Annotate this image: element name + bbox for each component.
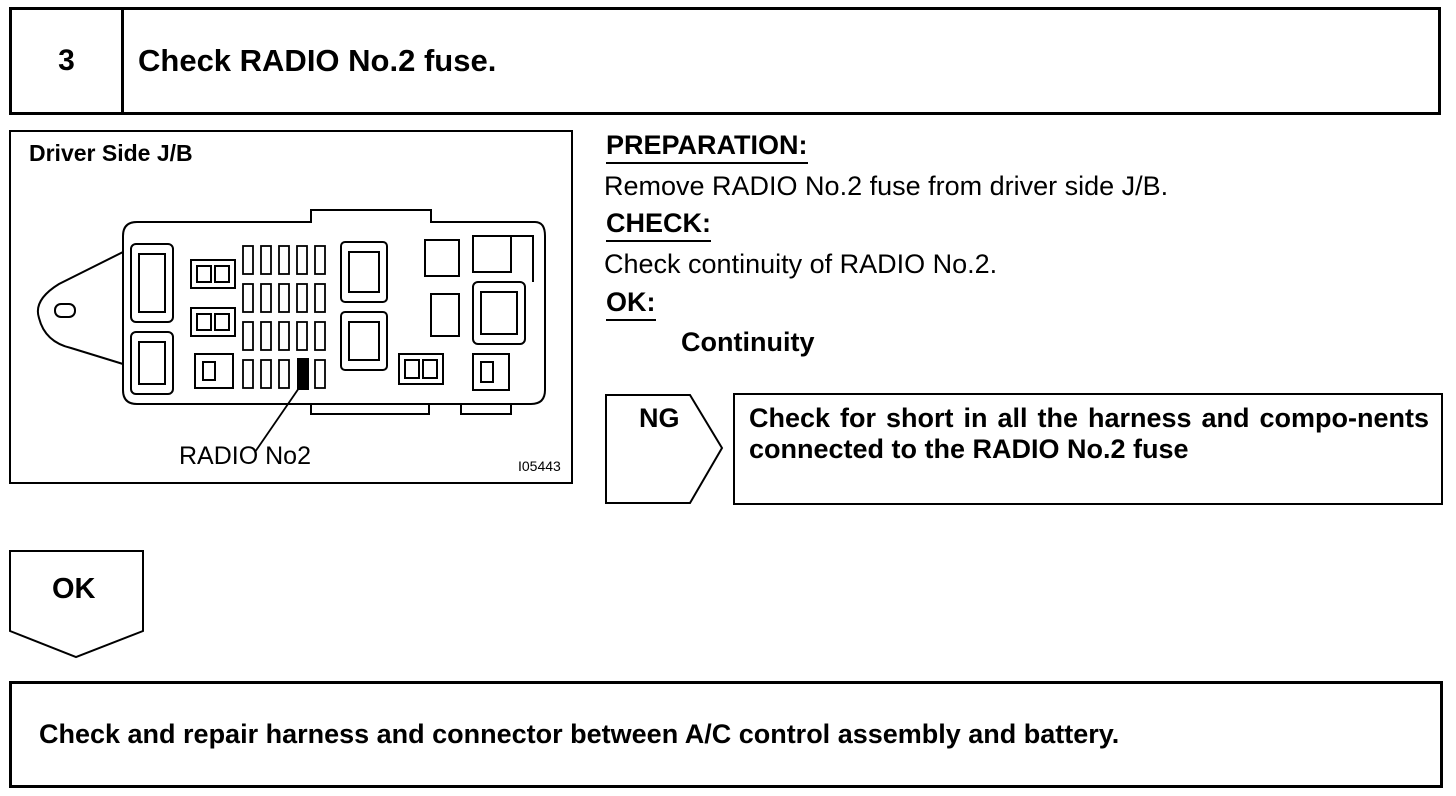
junction-block-diagram: Driver Side J/B RADIO No2 I05443 — [9, 130, 573, 484]
final-action-text: Check and repair harness and connector b… — [39, 719, 1120, 749]
figure-id: I05443 — [518, 458, 561, 474]
fuse-callout-label: RADIO No2 — [179, 442, 311, 470]
check-text: Check continuity of RADIO No.2. — [604, 249, 998, 279]
step-header: 3 Check RADIO No.2 fuse. — [9, 7, 1441, 115]
ng-label: NG — [639, 403, 680, 433]
ok-heading: OK: — [606, 287, 656, 321]
check-heading: CHECK: — [606, 208, 711, 242]
diagram-title: Driver Side J/B — [29, 140, 193, 166]
final-action-box: Check and repair harness and connector b… — [9, 681, 1443, 788]
preparation-text: Remove RADIO No.2 fuse from driver side … — [604, 171, 1169, 201]
ng-action-text: Check for short in all the harness and c… — [749, 403, 1429, 464]
fuse-box-illustration — [37, 209, 546, 453]
ok-value: Continuity — [681, 327, 815, 357]
ok-label: OK — [52, 573, 96, 605]
ok-arrow-shape — [9, 550, 144, 659]
ng-arrow-shape — [605, 394, 724, 504]
step-title: Check RADIO No.2 fuse. — [138, 43, 497, 78]
radio-no2-fuse-highlight — [297, 358, 309, 390]
ng-action-box: Check for short in all the harness and c… — [733, 393, 1443, 505]
preparation-heading: PREPARATION: — [606, 130, 808, 164]
step-number: 3 — [12, 10, 124, 112]
